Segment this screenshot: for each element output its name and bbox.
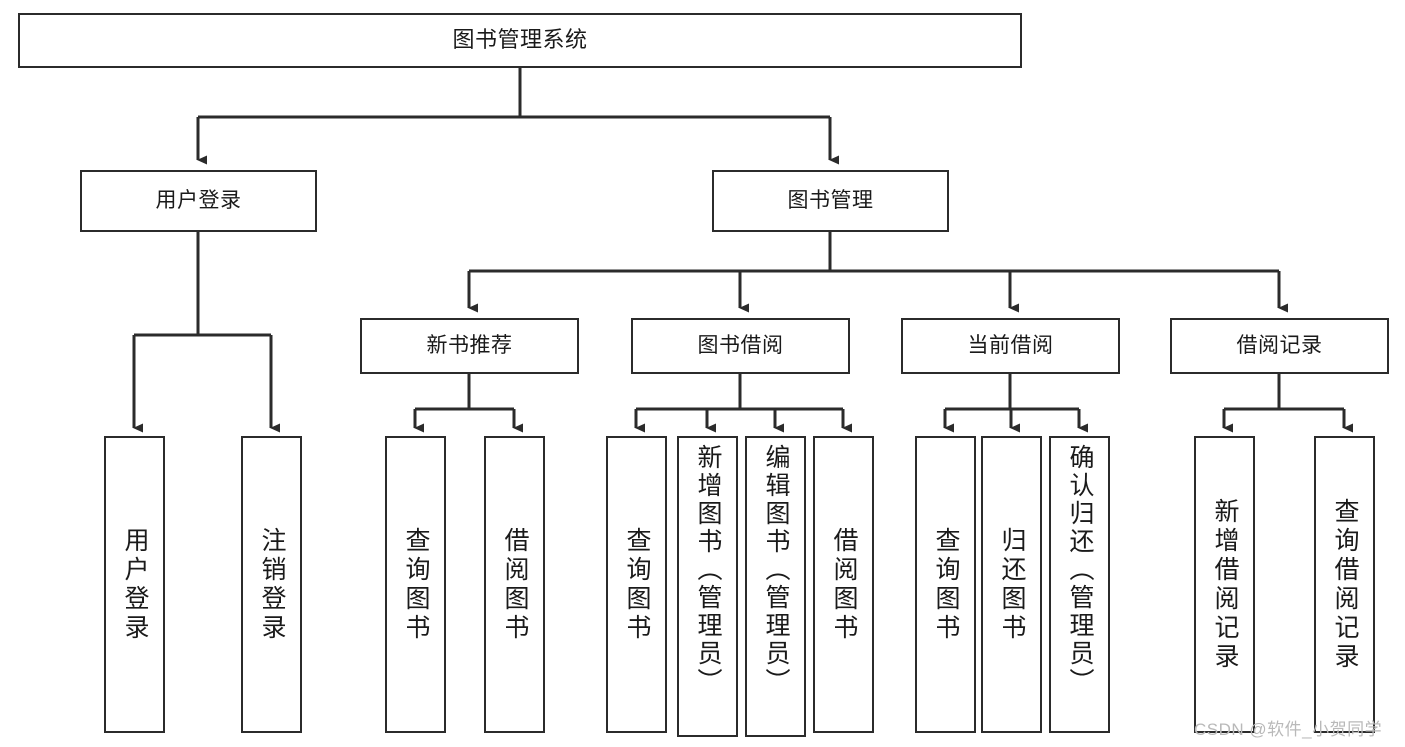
leaf-query-record-label: 查询借阅记录 — [1331, 497, 1359, 672]
leaf-return-book[interactable]: 归还图书 — [981, 436, 1042, 733]
watermark: CSDN @软件_小贺同学 — [1194, 720, 1383, 739]
leaf-edit-book-label: 编辑图书（管理员） — [762, 444, 790, 696]
leaf-query-book-1[interactable]: 查询图书 — [385, 436, 446, 733]
node-book-manage[interactable]: 图书管理 — [712, 170, 949, 232]
node-current-borrow[interactable]: 当前借阅 — [901, 318, 1120, 374]
node-new-book-recommend[interactable]: 新书推荐 — [360, 318, 579, 374]
leaf-confirm-return-label: 确认归还（管理员） — [1066, 444, 1094, 696]
node-borrow-record[interactable]: 借阅记录 — [1170, 318, 1389, 374]
node-root[interactable]: 图书管理系统 — [18, 13, 1022, 68]
leaf-query-book-3[interactable]: 查询图书 — [915, 436, 976, 733]
leaf-query-record[interactable]: 查询借阅记录 — [1314, 436, 1375, 733]
leaf-borrow-book-1-label: 借阅图书 — [501, 526, 529, 643]
leaf-borrow-book-1[interactable]: 借阅图书 — [484, 436, 545, 733]
leaf-query-book-2-label: 查询图书 — [623, 526, 651, 643]
node-book-manage-label: 图书管理 — [787, 189, 874, 213]
node-book-borrow-label: 图书借阅 — [697, 334, 784, 358]
leaf-user-login[interactable]: 用户登录 — [104, 436, 165, 733]
node-current-borrow-label: 当前借阅 — [967, 334, 1054, 358]
leaf-add-book[interactable]: 新增图书（管理员） — [677, 436, 738, 737]
node-user-login[interactable]: 用户登录 — [80, 170, 317, 232]
leaf-logout-label: 注销登录 — [258, 526, 286, 643]
leaf-add-book-label: 新增图书（管理员） — [694, 444, 722, 696]
leaf-query-book-2[interactable]: 查询图书 — [606, 436, 667, 733]
leaf-add-record-label: 新增借阅记录 — [1211, 497, 1239, 672]
leaf-return-book-label: 归还图书 — [998, 526, 1026, 643]
leaf-query-book-3-label: 查询图书 — [932, 526, 960, 643]
leaf-query-book-1-label: 查询图书 — [402, 526, 430, 643]
leaf-edit-book[interactable]: 编辑图书（管理员） — [745, 436, 806, 737]
leaf-user-login-label: 用户登录 — [121, 526, 149, 643]
node-root-label: 图书管理系统 — [452, 27, 588, 53]
node-borrow-record-label: 借阅记录 — [1236, 334, 1323, 358]
node-user-login-label: 用户登录 — [155, 189, 242, 213]
leaf-borrow-book-2[interactable]: 借阅图书 — [813, 436, 874, 733]
leaf-borrow-book-2-label: 借阅图书 — [830, 526, 858, 643]
node-book-borrow[interactable]: 图书借阅 — [631, 318, 850, 374]
leaf-add-record[interactable]: 新增借阅记录 — [1194, 436, 1255, 733]
node-new-book-recommend-label: 新书推荐 — [426, 334, 513, 358]
leaf-logout[interactable]: 注销登录 — [241, 436, 302, 733]
leaf-confirm-return[interactable]: 确认归还（管理员） — [1049, 436, 1110, 733]
